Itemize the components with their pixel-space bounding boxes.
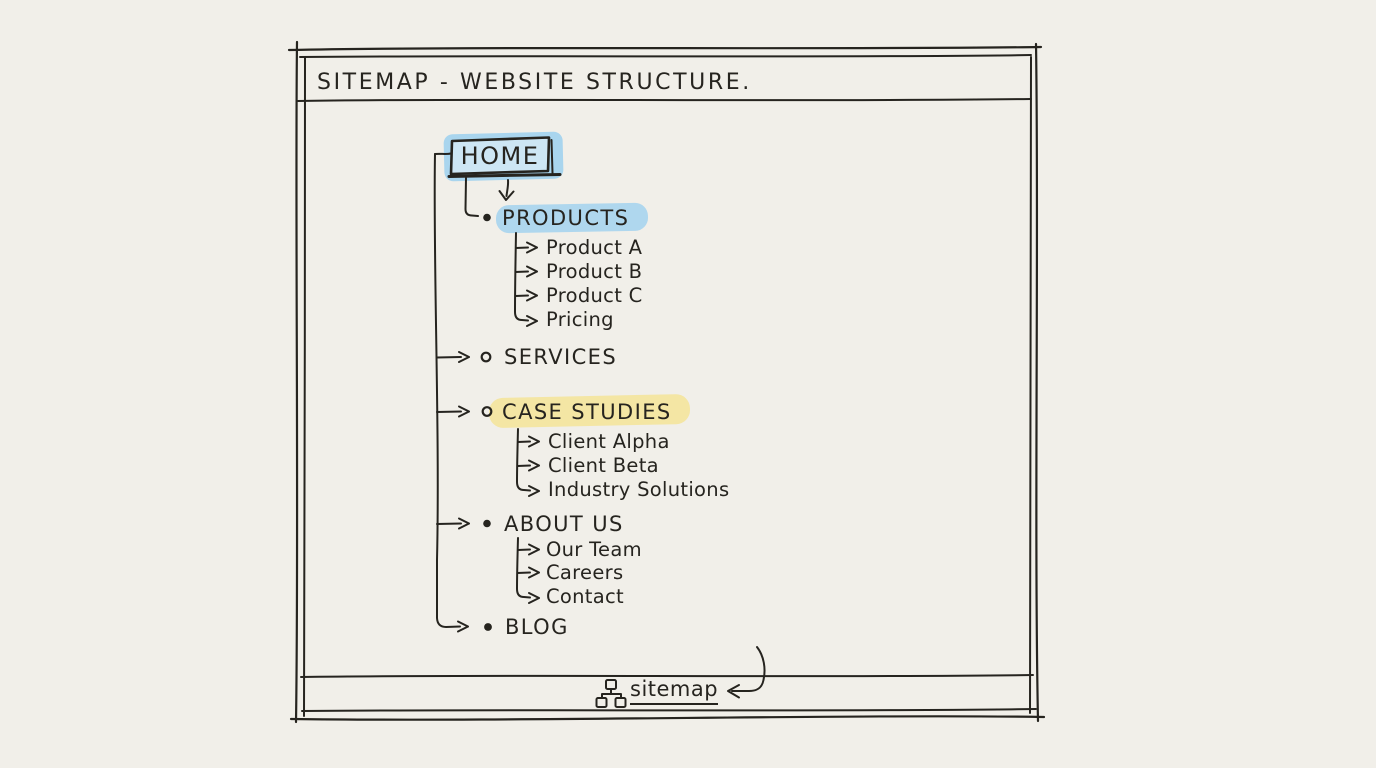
- down-arrow: [498, 179, 515, 201]
- node-bullets: [480, 213, 493, 631]
- child-product-c: Product C: [546, 284, 643, 307]
- node-products: PRODUCTS: [502, 206, 630, 230]
- footer-divider: [300, 674, 1034, 678]
- page-title: SITEMAP - WEBSITE STRUCTURE.: [317, 70, 752, 95]
- case-studies-highlight: [488, 394, 691, 428]
- header-divider: [297, 98, 1032, 102]
- child-careers: Careers: [546, 561, 624, 584]
- footer-arrow: [727, 646, 766, 699]
- node-case-studies: CASE STUDIES: [502, 400, 672, 424]
- child-client-beta: Client Beta: [548, 454, 659, 477]
- node-services: SERVICES: [504, 345, 618, 369]
- node-home: HOME: [460, 142, 540, 170]
- child-industry-solutions: Industry Solutions: [548, 478, 730, 501]
- home-box: [447, 136, 562, 178]
- tree-connectors: [433, 152, 540, 633]
- child-contact: Contact: [546, 585, 624, 608]
- child-product-a: Product A: [546, 236, 643, 259]
- products-highlight: [495, 202, 649, 234]
- child-pricing: Pricing: [546, 308, 614, 331]
- node-blog: BLOG: [505, 615, 569, 639]
- footer-sitemap-link[interactable]: sitemap: [630, 677, 719, 705]
- node-about-us: ABOUT US: [504, 512, 624, 536]
- child-our-team: Our Team: [546, 538, 642, 561]
- sitemap-tree-icon: [595, 679, 627, 708]
- child-client-alpha: Client Alpha: [548, 430, 670, 453]
- frame-border: [287, 40, 1046, 724]
- child-product-b: Product B: [546, 260, 643, 283]
